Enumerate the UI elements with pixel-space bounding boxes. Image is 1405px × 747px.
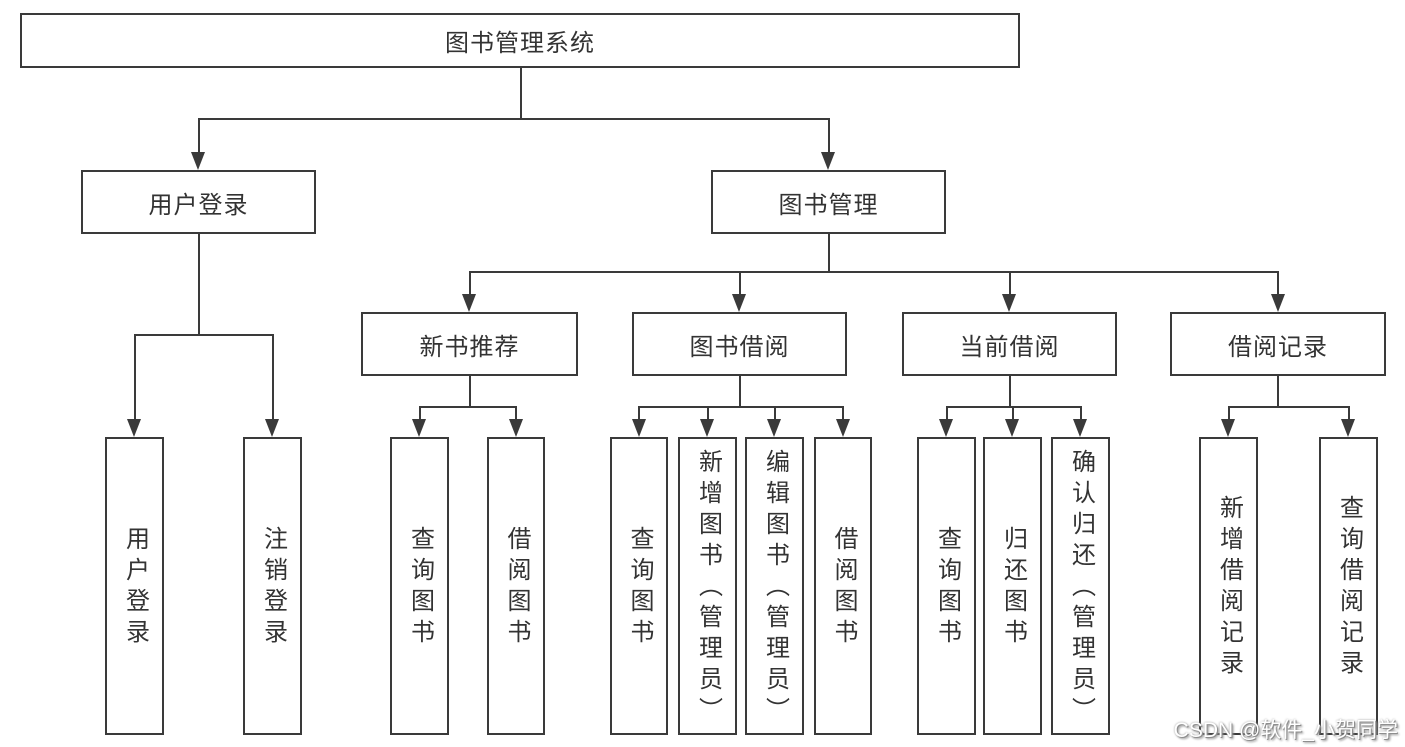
connector-line [133,334,274,336]
arrow-down-icon [1270,294,1285,312]
connector-line [520,68,522,118]
connector-line [468,271,471,294]
leaf-user-login: 用户登录 [105,437,164,735]
connector-line [468,376,471,406]
leaf-confirm-return-admin: 确认归还（管理员） [1051,437,1110,735]
node-borrowing-records: 借阅记录 [1170,312,1386,376]
arrow-down-icon [1341,419,1355,437]
connector-line [1079,406,1082,419]
connector-line [827,234,830,271]
arrow-down-icon [767,419,781,437]
arrow-down-icon [1073,419,1087,437]
connector-line [468,271,1279,273]
connector-line [197,234,200,334]
leaf-add-borrow-record: 新增借阅记录 [1199,437,1258,735]
arrow-down-icon [462,294,476,312]
connector-line [1011,406,1014,419]
connector-line [738,376,741,406]
connector-line [1008,271,1011,294]
arrow-down-icon [835,419,850,437]
leaf-logout-login: 注销登录 [243,437,302,735]
connector-line [638,406,640,419]
connector-line [515,406,517,419]
node-book-borrowing: 图书借阅 [632,312,847,376]
arrow-down-icon [1002,294,1016,312]
connector-line [1277,376,1279,406]
arrow-down-icon [939,419,953,437]
node-root: 图书管理系统 [20,13,1020,68]
leaf-query-borrow-record: 查询借阅记录 [1319,437,1378,735]
connector-line [706,406,709,419]
connector-line [1227,406,1349,408]
connector-line [1347,406,1350,419]
leaf-edit-books-admin: 编辑图书（管理员） [745,437,804,735]
node-book-management: 图书管理 [711,170,946,234]
leaf-query-books-borrowing: 查询图书 [610,437,668,735]
leaf-borrow-books-recommend: 借阅图书 [487,437,545,735]
leaf-borrow-books-borrowing: 借阅图书 [814,437,872,735]
connector-line [842,406,844,419]
leaf-query-books-current: 查询图书 [917,437,976,735]
connector-line [1227,406,1230,419]
connector-line [945,406,1082,408]
connector-line [197,118,200,152]
connector-line [1277,271,1279,294]
leaf-add-books-admin: 新增图书（管理员） [678,437,737,735]
connector-line [418,406,421,419]
arrow-down-icon [412,419,426,437]
connector-line [638,406,844,408]
connector-line [1008,376,1011,406]
arrow-down-icon [631,419,646,437]
leaf-return-books: 归还图书 [983,437,1042,735]
connector-line [133,334,136,419]
arrow-down-icon [127,419,141,437]
connector-line [827,118,830,152]
connector-line [271,334,274,419]
arrow-down-icon [732,294,746,312]
arrow-down-icon [1005,419,1019,437]
connector-line [418,406,517,408]
connector-line [197,118,830,120]
node-user-login: 用户登录 [81,170,316,234]
arrow-down-icon [821,152,835,170]
connector-line [945,406,948,419]
arrow-down-icon [265,419,279,437]
arrow-down-icon [1221,419,1235,437]
arrow-down-icon [700,419,714,437]
node-new-book-recommend: 新书推荐 [361,312,578,376]
csdn-watermark: CSDN @软件_小贺同学 [1173,719,1398,742]
node-current-borrowing: 当前借阅 [902,312,1117,376]
leaf-query-books-recommend: 查询图书 [390,437,449,735]
connector-line [738,271,741,294]
arrow-down-icon [508,419,523,437]
arrow-down-icon [191,152,205,170]
connector-line [773,406,776,419]
